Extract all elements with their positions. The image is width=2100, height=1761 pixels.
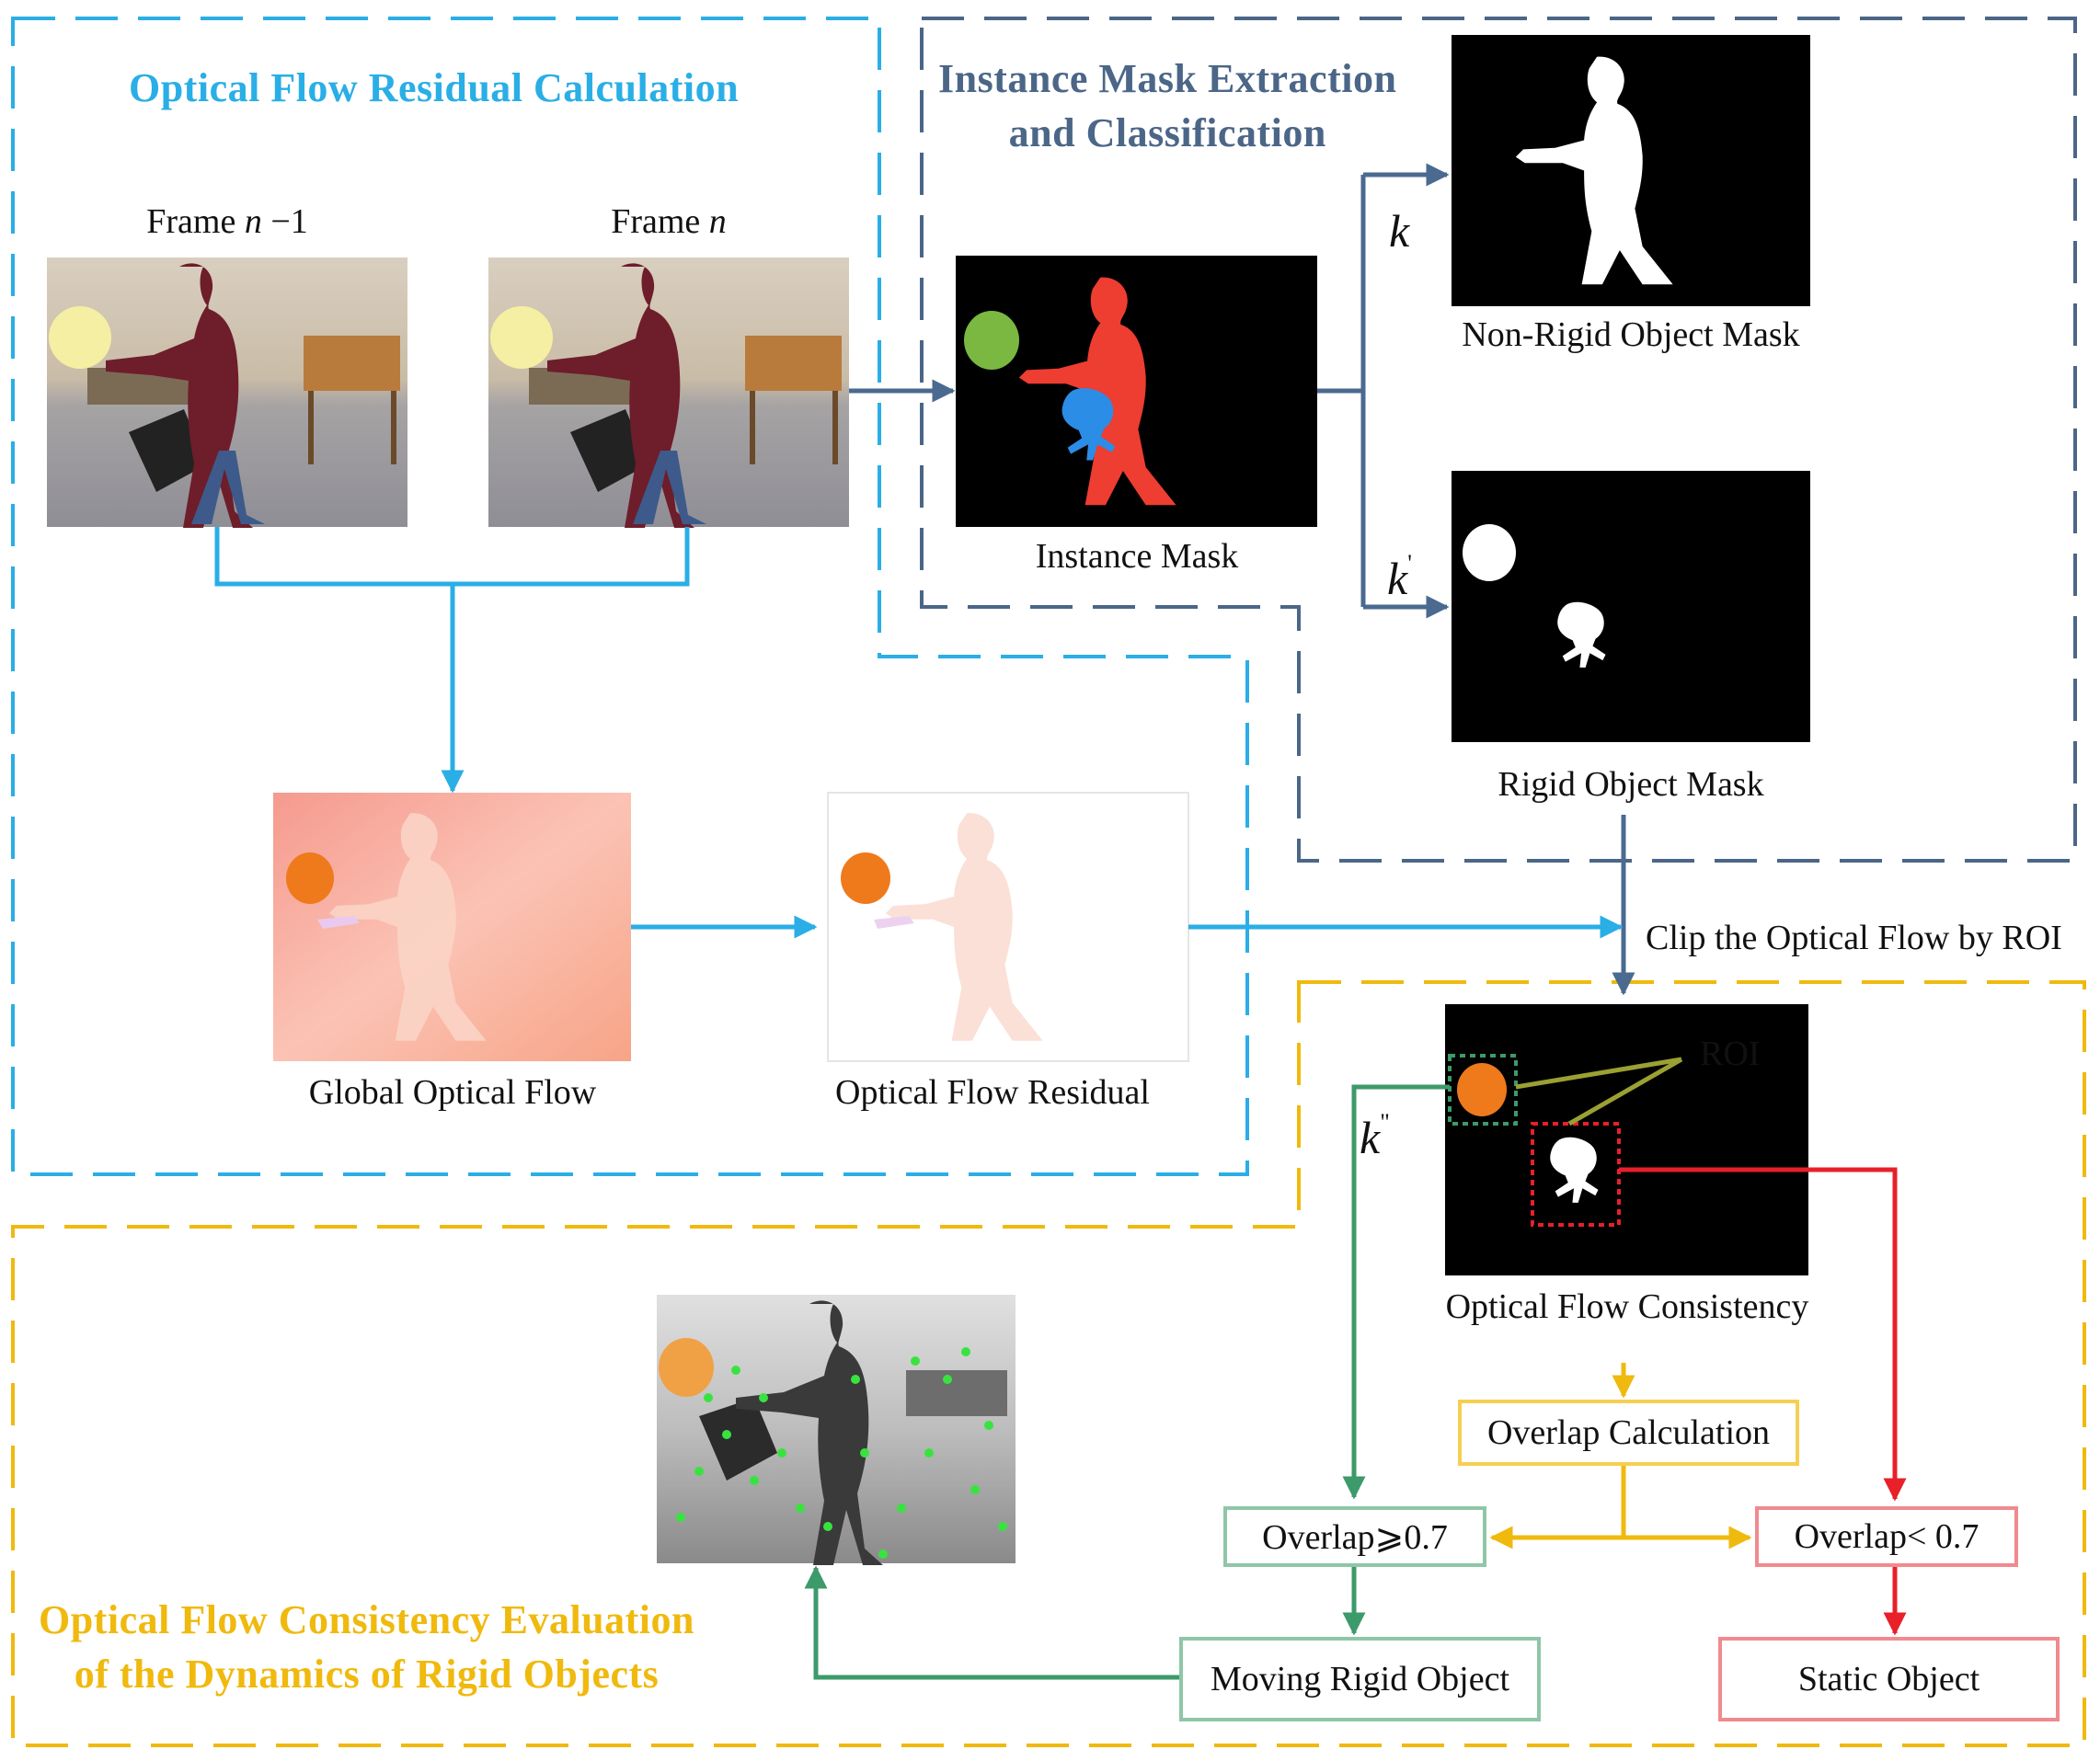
overlap-lt-box: Overlap< 0.7 — [1755, 1506, 2018, 1567]
consistency-section-title-line2: of the Dynamics of Rigid Objects — [74, 1652, 660, 1698]
roi-label: ROI — [1700, 1035, 1761, 1073]
moving-to-result-arrow — [804, 1565, 1179, 1680]
non-rigid-mask-image — [1452, 35, 1810, 306]
k-prime-text: k — [1387, 553, 1408, 604]
k-double-mark: " — [1380, 1109, 1390, 1136]
instance-section-title: Instance Mask Extraction and Classificat… — [938, 51, 1396, 161]
k-double-prime-symbol: k" — [1360, 1111, 1390, 1163]
moving-rigid-object-box: Moving Rigid Object — [1179, 1637, 1541, 1721]
frame-prev-photo — [47, 257, 407, 528]
frame-prev-label: Frame n −1 — [146, 204, 308, 239]
k-symbol: k — [1389, 208, 1409, 254]
non-rigid-mask-label: Non-Rigid Object Mask — [1462, 315, 1800, 354]
result-photo — [657, 1295, 1016, 1565]
consistency-section-title: Optical Flow Consistency Evaluation of t… — [39, 1593, 694, 1702]
rigid-mask-image — [1452, 471, 1810, 742]
frame-prev-label-prefix: Frame — [146, 202, 245, 241]
k-symbol-text: k — [1389, 205, 1410, 257]
instance-split-connector — [1317, 175, 1366, 607]
k-prime-mark: ' — [1407, 550, 1412, 577]
global-flow-image — [273, 793, 631, 1061]
rigid-mask-label: Rigid Object Mask — [1498, 765, 1764, 804]
frame-curr-label-var: n — [708, 202, 727, 241]
frames-merge-connector — [214, 527, 690, 587]
residual-section-title: Optical Flow Residual Calculation — [129, 65, 740, 110]
frame-curr-label: Frame n — [611, 204, 727, 239]
instance-mask-image — [956, 256, 1317, 527]
clip-roi-label: Clip the Optical Flow by ROI — [1646, 919, 2062, 957]
moving-path-arrow — [1342, 1084, 1450, 1500]
overlap-ge-box: Overlap⩾0.7 — [1223, 1506, 1486, 1567]
static-object-box: Static Object — [1718, 1637, 2060, 1721]
roi-pointer-lines — [1515, 1057, 1683, 1126]
static-path-arrow — [1619, 1167, 1907, 1502]
frame-curr-photo — [488, 257, 849, 528]
overlap-calculation-box: Overlap Calculation — [1458, 1400, 1799, 1466]
flow-residual-image — [827, 792, 1189, 1062]
k-prime-symbol: k' — [1387, 552, 1412, 604]
frame-curr-label-prefix: Frame — [611, 202, 709, 241]
instance-mask-label: Instance Mask — [1035, 537, 1239, 576]
k-double-text: k — [1360, 1112, 1381, 1163]
consistency-section-title-line1: Optical Flow Consistency Evaluation — [39, 1597, 694, 1642]
frame-prev-label-suffix: −1 — [261, 202, 308, 241]
instance-section-title-line2: and Classification — [1008, 110, 1326, 156]
instance-section-frame — [920, 17, 2077, 863]
flow-residual-label: Optical Flow Residual — [835, 1073, 1150, 1112]
frame-prev-label-var: n — [244, 202, 262, 241]
flow-consistency-image — [1445, 1004, 1808, 1275]
instance-section-title-line1: Instance Mask Extraction — [938, 56, 1397, 101]
consistency-section-frame — [11, 980, 2086, 1747]
flow-consistency-label: Optical Flow Consistency — [1445, 1287, 1809, 1326]
global-flow-label: Global Optical Flow — [308, 1073, 597, 1112]
